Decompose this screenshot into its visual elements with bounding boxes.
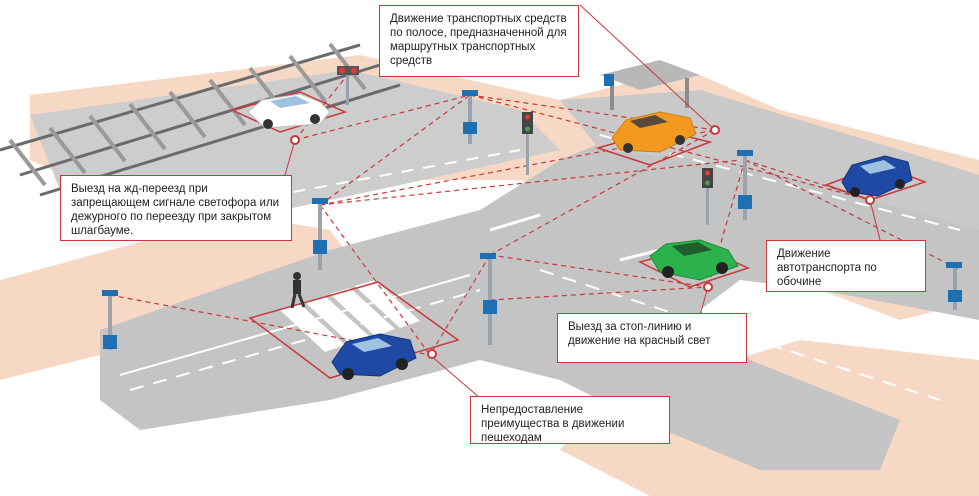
marker-pedestrian [427,349,437,359]
camera-pole [480,253,497,345]
callout-pedestrian: Непредоставление преимущества в движении… [470,396,670,444]
rail-line [19,63,381,177]
callout-pedestrian-text: Непредоставление преимущества в движении… [481,404,625,444]
sidewalk-left [0,215,360,380]
car-orange [611,111,697,153]
callout-rail-crossing-text: Выезд на жд-переезд при запрещающем сигн… [71,183,280,237]
traffic-light [702,168,713,225]
callout-shoulder: Движение автотранспорта по обочине [766,240,926,292]
road-main [100,110,979,470]
callout-rail-crossing: Выезд на жд-переезд при запрещающем сигн… [60,175,292,241]
callout-bus-lane-text: Движение транспортных средств по полосе,… [390,13,567,67]
camera-poles [102,90,962,350]
camera-pole [946,262,962,310]
lane-markings [119,134,961,401]
callout-stop-line: Выезд за стоп-линию и движение на красны… [557,313,747,363]
callout-stop-line-text: Выезд за стоп-линию и движение на красны… [568,321,711,347]
marker-shoulder [865,195,875,205]
marker-rail [290,135,300,145]
camera-pole [462,90,478,144]
car-blue-shoulder [841,155,913,197]
bus-stop-shelter [600,60,700,110]
car-white [247,93,331,129]
traffic-light [522,112,533,175]
car-green [649,239,739,281]
marker-stop-line [703,282,713,292]
camera-pole [102,290,118,350]
camera-pole [737,150,753,220]
frame-crosswalk [248,281,460,379]
callout-shoulder-text: Движение автотранспорта по обочине [777,248,877,288]
callout-bus-lane: Движение транспортных средств по полосе,… [379,5,579,77]
pedestrian-figure [290,272,306,309]
marker-bus-lane [710,125,720,135]
car-blue-crosswalk [331,333,417,380]
traffic-lights [337,66,713,225]
rail-crossing-signal [337,66,359,105]
rail-line [0,43,361,152]
violation-markers [290,125,875,359]
camera-pole [312,198,328,270]
pedestrian-crossing [280,280,420,352]
